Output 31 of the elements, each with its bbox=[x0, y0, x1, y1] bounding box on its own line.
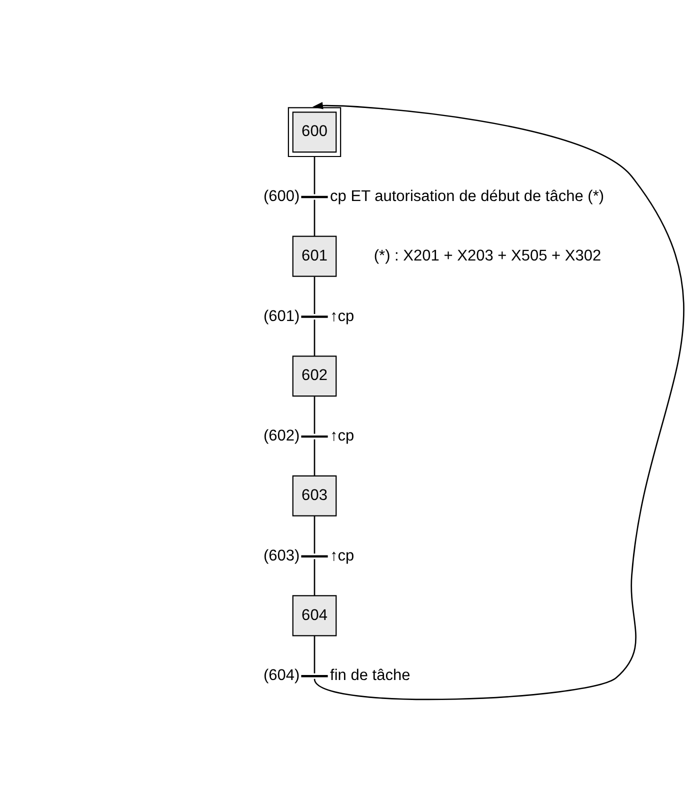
node-bar bbox=[301, 674, 328, 677]
connector bbox=[314, 635, 316, 673]
node-box: 600 bbox=[288, 106, 342, 157]
node-box: 601 bbox=[292, 235, 337, 276]
node-label: (604) bbox=[263, 666, 300, 684]
connector bbox=[314, 156, 316, 194]
node-box: 602 bbox=[292, 355, 337, 396]
node-label: ↑cp bbox=[330, 427, 354, 444]
connector bbox=[314, 558, 316, 596]
node-box: 603 bbox=[292, 474, 337, 516]
node-bar bbox=[301, 434, 328, 438]
node-bar bbox=[301, 554, 328, 557]
node-label: (603) bbox=[263, 546, 300, 564]
connector bbox=[314, 319, 316, 356]
node-bar bbox=[301, 195, 328, 198]
connector bbox=[314, 515, 316, 554]
connector bbox=[314, 396, 316, 434]
connector bbox=[314, 438, 316, 476]
node-label: (600) bbox=[263, 188, 300, 205]
node-label: (601) bbox=[263, 307, 300, 324]
node-label: ↑cp bbox=[330, 546, 354, 564]
node-bar bbox=[301, 315, 328, 318]
node-label: (602) bbox=[263, 427, 300, 444]
node-label: ↑cp bbox=[330, 307, 354, 324]
node-label: cp ET autorisation de début de tâche (*) bbox=[330, 188, 604, 205]
arrow bbox=[312, 101, 684, 700]
node-box: 604 bbox=[292, 594, 337, 636]
label: (*) : X201 + X203 + X505 + X302 bbox=[374, 246, 602, 264]
connector bbox=[314, 276, 316, 314]
node-label: fin de tâche bbox=[330, 666, 410, 684]
connector bbox=[314, 199, 316, 236]
